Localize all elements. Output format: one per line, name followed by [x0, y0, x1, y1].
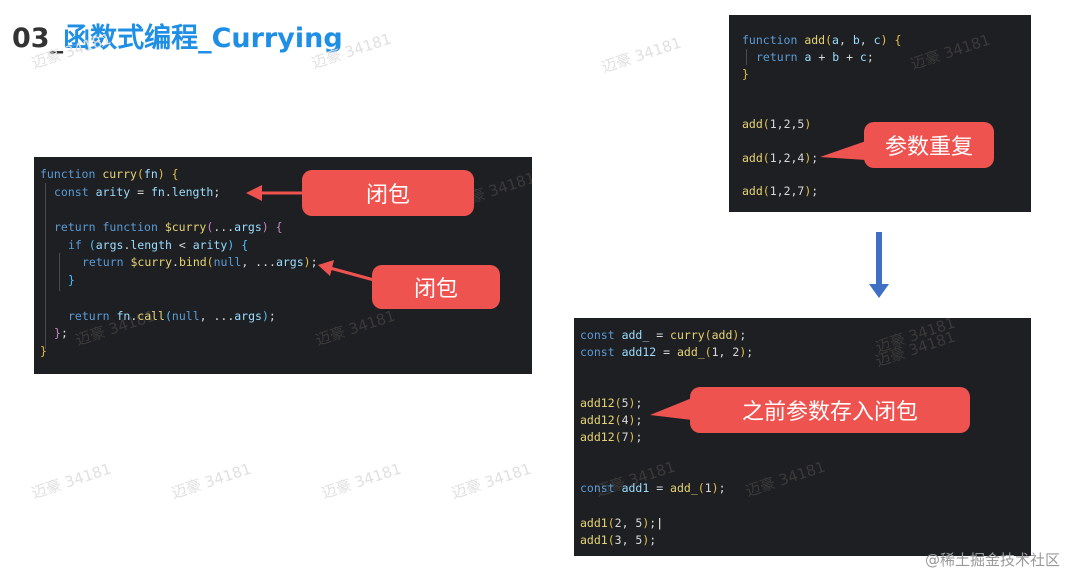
code-line: add1(2, 5);|	[580, 516, 664, 530]
page-title: 03_函数式编程_Currying	[12, 16, 343, 55]
code-line: }	[742, 67, 749, 81]
down-arrow	[869, 232, 889, 298]
closure-label-1: 闭包	[302, 170, 474, 216]
code-line: const add_ = curry(add);	[580, 328, 747, 342]
watermark: 迈豪 34181	[449, 459, 534, 503]
code-line: return function $curry(...args) {	[54, 220, 283, 234]
add-code-panel: 迈豪 34181 function add(a, b, c) { return …	[729, 15, 1031, 212]
code-line: const arity = fn.length;	[54, 185, 221, 199]
code-line: function add(a, b, c) {	[742, 33, 902, 47]
title-number: 03_	[12, 23, 64, 54]
code-line: add1(3, 5);	[580, 533, 657, 547]
code-line: add(1,2,4);	[742, 151, 819, 165]
code-line: if (args.length < arity) {	[68, 238, 249, 252]
code-line: function curry(fn) {	[40, 167, 179, 181]
code-line: }	[40, 344, 47, 358]
code-line: add(1,2,5)	[742, 117, 812, 131]
code-line: return a + b + c;	[756, 50, 874, 64]
watermark: 迈豪 34181	[599, 33, 684, 77]
watermark: 迈豪 34181	[169, 459, 254, 503]
code-line: return fn.call(null, ...args);	[68, 309, 276, 323]
curried-usage-code-panel: 迈豪 34181 迈豪 34181 迈豪 34181 迈豪 34181 cons…	[574, 318, 1031, 556]
watermark: 迈豪 34181	[313, 306, 398, 350]
code-line: const add1 = add_(1);	[580, 481, 726, 495]
store-in-closure-label: 之前参数存入闭包	[690, 387, 970, 433]
watermark: 迈豪 34181	[29, 459, 114, 503]
closure-label-2: 闭包	[372, 265, 500, 309]
code-line: return $curry.bind(null, ...args);	[82, 255, 318, 269]
code-line: add12(5);	[580, 396, 643, 410]
watermark: 迈豪 34181	[908, 30, 993, 74]
title-text: 函数式编程_Currying	[63, 23, 343, 54]
footer-watermark: @稀土掘金技术社区	[924, 551, 1060, 569]
watermark: 迈豪 34181	[319, 459, 404, 503]
code-line: add12(7);	[580, 430, 643, 444]
code-line: };	[54, 326, 68, 340]
watermark: 迈豪 34181	[743, 457, 828, 501]
repeat-params-label: 参数重复	[864, 122, 994, 168]
code-line: }	[68, 273, 75, 287]
code-line: const add12 = add_(1, 2);	[580, 345, 754, 359]
code-line: add(1,2,7);	[742, 184, 819, 198]
code-line: add12(4);	[580, 413, 643, 427]
